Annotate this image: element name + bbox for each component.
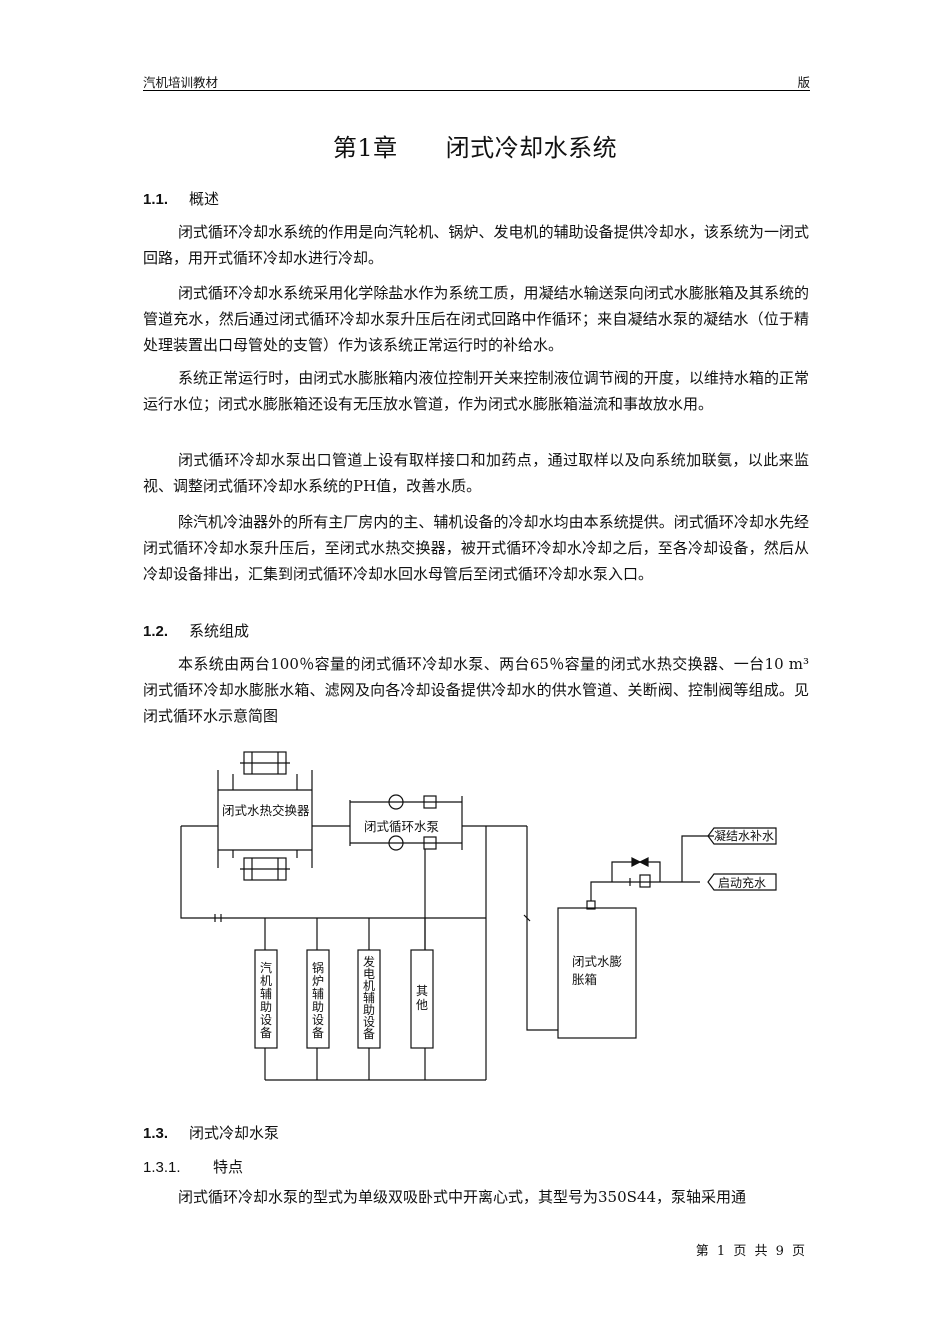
equip-char: 备 xyxy=(312,1026,324,1040)
paragraph: 闭式循环冷却水泵出口管道上设有取样接口和加药点，通过取样以及向系统加联氨，以此来… xyxy=(143,451,809,495)
equip-char: 助 xyxy=(363,1003,375,1017)
equip-char: 助 xyxy=(260,1000,272,1014)
equip-char: 辅 xyxy=(312,987,324,1001)
condensate-makeup-label: 凝结水补水 xyxy=(714,828,774,843)
paragraph: 本系统由两台100％容量的闭式循环冷却水泵、两台65％容量的闭式水热交换器、一台… xyxy=(143,655,809,725)
equip-char: 发 xyxy=(363,954,375,969)
page-header: 汽机培训教材 版 xyxy=(143,72,810,91)
equip-char: 备 xyxy=(260,1026,272,1040)
section-number: 1.3. xyxy=(143,1125,169,1142)
equipment-labels: 汽 机 辅 助 设 备 锅 炉 辅 助 设 备 发 电 机 辅 助 设 备 其 … xyxy=(260,954,428,1041)
paragraph: 闭式循环冷却水泵的型式为单级双吸卧式中开离心式，其型号为350S44，泵轴采用通 xyxy=(178,1188,746,1206)
equip-char: 电 xyxy=(363,967,375,981)
chapter-name: 闭式冷却水系统 xyxy=(445,134,618,162)
section-heading: 1.2. 系统组成 xyxy=(143,620,249,641)
expansion-tank-label-2: 胀箱 xyxy=(572,972,597,987)
paragraph: 闭式循环冷却水系统的作用是向汽轮机、锅炉、发电机的辅助设备提供冷却水，该系统为一… xyxy=(143,223,809,267)
equip-char: 炉 xyxy=(312,974,324,988)
equip-char: 锅 xyxy=(312,960,324,975)
section-heading: 1.1. 概述 xyxy=(143,188,219,209)
header-right: 版 xyxy=(797,75,810,90)
equip-char: 设 xyxy=(363,1015,375,1029)
equip-char: 机 xyxy=(363,979,375,993)
section-heading: 1.3. 闭式冷却水泵 xyxy=(143,1122,279,1143)
page-footer: 第 1 页 共 9 页 xyxy=(695,1244,805,1259)
chapter-title: 第1章 闭式冷却水系统 xyxy=(0,128,950,163)
chapter-number: 第1章 xyxy=(332,134,398,162)
equip-char: 其 xyxy=(416,984,428,998)
pump-label: 闭式循环水泵 xyxy=(364,819,439,834)
equip-char: 设 xyxy=(260,1013,272,1027)
subsection-heading: 1.3.1. 特点 xyxy=(143,1156,243,1177)
equip-char: 辅 xyxy=(363,991,375,1005)
equip-char: 设 xyxy=(312,1013,324,1027)
equip-char: 辅 xyxy=(260,987,272,1001)
subsection-number: 1.3.1. xyxy=(143,1159,181,1176)
section-number: 1.1. xyxy=(143,191,169,208)
pipe-lines xyxy=(180,751,777,1081)
paragraph: 系统正常运行时，由闭式水膨胀箱内液位控制开关来控制液位调节阀的开度，以维持水箱的… xyxy=(143,369,809,413)
equip-char: 他 xyxy=(416,998,428,1012)
startup-fill-label: 启动充水 xyxy=(718,875,766,890)
paragraph: 除汽机冷油器外的所有主厂房内的主、辅机设备的冷却水均由本系统提供。闭式循环冷却水… xyxy=(143,513,809,583)
section-title: 系统组成 xyxy=(189,622,250,640)
section-number: 1.2. xyxy=(143,623,169,640)
equip-char: 汽 xyxy=(260,960,272,975)
subsection-title: 特点 xyxy=(213,1158,244,1176)
diagram-labels: 闭式水热交换器 闭式循环水泵 凝结水补水 启动充水 闭式水膨 胀箱 汽 机 辅 … xyxy=(222,803,774,1041)
section-title: 闭式冷却水泵 xyxy=(189,1124,280,1142)
equip-char: 机 xyxy=(260,974,272,988)
paragraph: 闭式循环冷却水系统采用化学除盐水作为系统工质，用凝结水输送泵向闭式水膨胀箱及其系… xyxy=(143,284,809,354)
expansion-tank-label-1: 闭式水膨 xyxy=(572,954,622,969)
heat-exchanger-label: 闭式水热交换器 xyxy=(222,803,310,818)
equip-char: 备 xyxy=(363,1027,375,1041)
section-title: 概述 xyxy=(189,190,220,208)
header-left: 汽机培训教材 xyxy=(143,75,219,90)
equip-char: 助 xyxy=(312,1000,324,1014)
